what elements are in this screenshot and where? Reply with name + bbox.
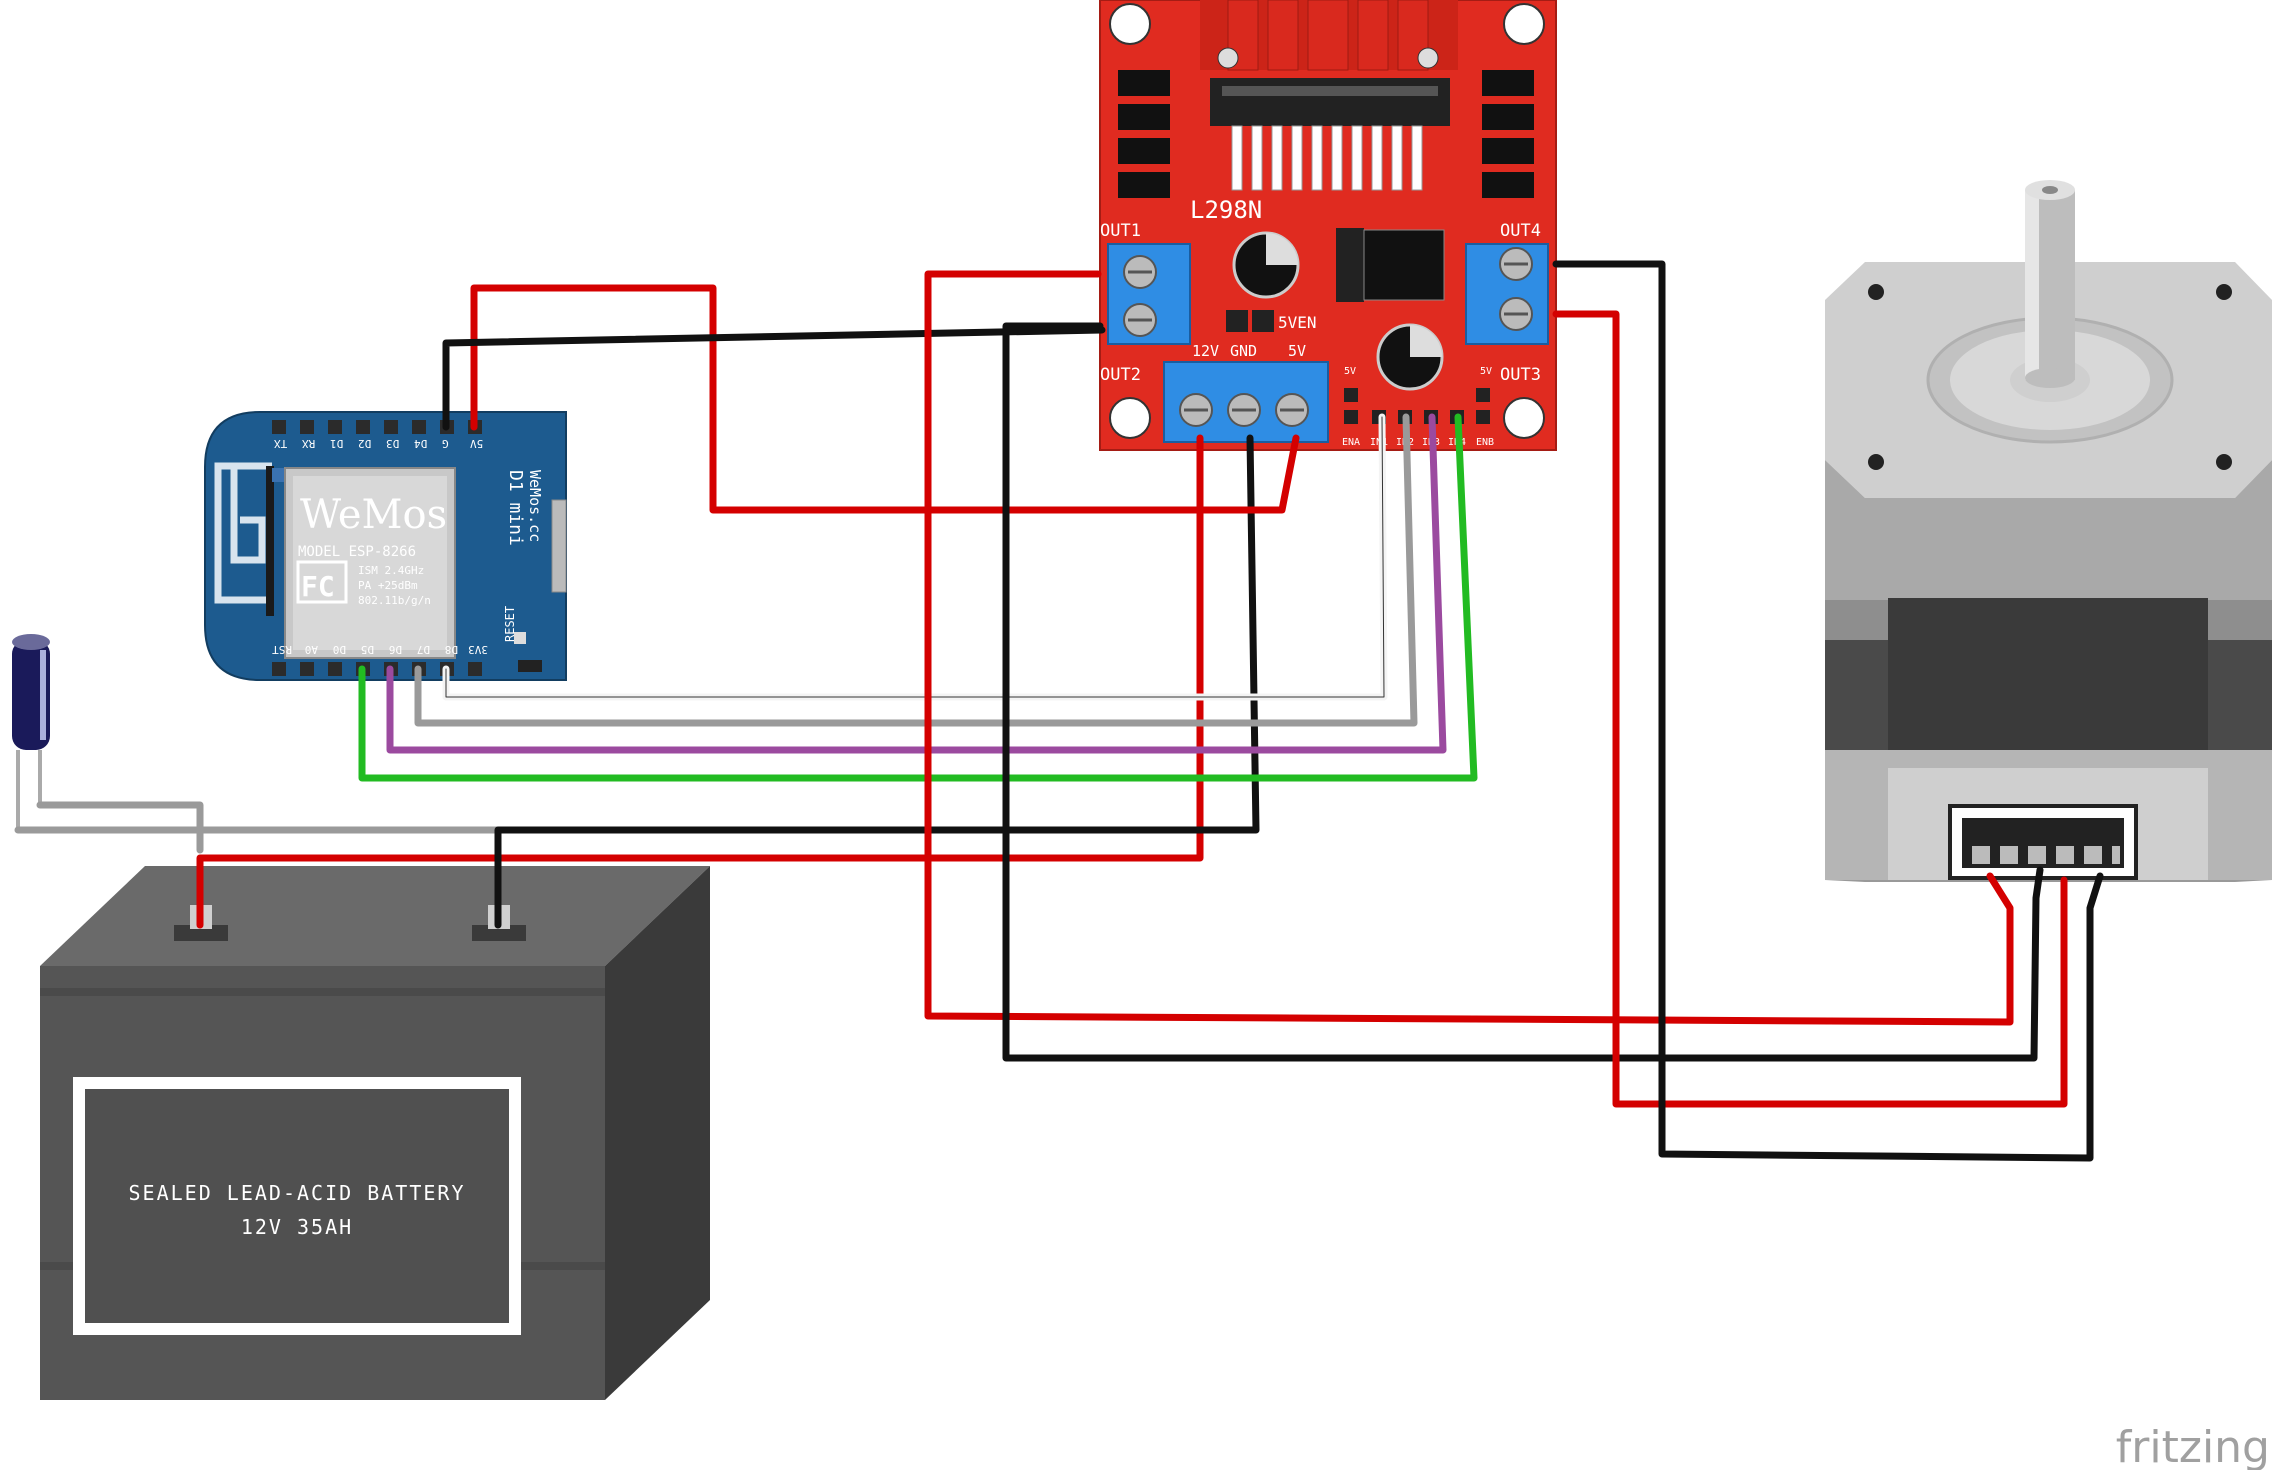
wemos-spec-1: ISM 2.4GHz [358,564,424,577]
wemos-reset-label: RESET [503,606,517,642]
pin-label-rx: RX [302,437,316,450]
wire-out3-coil-b[interactable] [1552,310,2068,1108]
wire-cap-positive[interactable] [36,801,204,854]
battery-label-line1: SEALED LEAD-ACID BATTERY [129,1181,466,1205]
wire-d8-in1[interactable] [442,413,1388,701]
driver-power-label-gnd: GND [1230,342,1257,360]
wire-battery-positive[interactable] [196,434,1204,929]
wire-out2-coil-a[interactable] [1002,322,2044,1062]
pin-label-3v3: 3V3 [468,643,488,656]
wemos-d1-mini: WeMos MODEL ESP-8266 FC ISM 2.4GHz PA +2… [204,411,567,681]
fcc-mark: FC [301,570,335,603]
wemos-spec-2: PA +25dBm [358,579,418,592]
driver-out2-label: OUT2 [1100,365,1141,385]
wire-wemos-gnd[interactable] [442,326,1106,431]
wemos-logo: WeMos [300,492,447,538]
terminal-power[interactable] [1163,361,1329,443]
wemos-spec-3: 802.11b/g/n [358,594,431,607]
driver-power-label-5v: 5V [1288,342,1306,360]
pin-label-d1: D1 [330,437,343,450]
pin-label-g: G [442,437,449,450]
driver-out1-label: OUT1 [1100,221,1141,241]
wemos-top-header[interactable] [272,420,482,434]
logic-label-ena: ENA [1342,437,1360,448]
driver-5v-right: 5V [1480,366,1492,377]
pin-label-rst: RST [272,643,292,656]
wire-out1-coil-a[interactable] [924,270,2014,1026]
driver-out4-label: OUT4 [1500,221,1541,241]
wire-d6-in3[interactable] [386,413,1447,754]
wire-d7-in2[interactable] [414,413,1418,727]
driver-jumper-label: 5VEN [1278,313,1317,332]
stepper-motor [1825,180,2272,882]
driver-5v-left: 5V [1344,366,1356,377]
pin-label-d8: D8 [445,643,458,656]
pin-label-d0: D0 [333,643,346,656]
wires [14,260,2104,1162]
wemos-model: MODEL ESP-8266 [298,544,416,560]
wire-out4-coil-b[interactable] [1552,260,2104,1162]
wemos-site: WeMos.cc [526,470,544,542]
pin-label-tx: TX [274,437,288,450]
pin-label-a0: A0 [305,643,318,656]
pin-label-d7: D7 [417,643,430,656]
battery-terminal-positive[interactable] [174,925,228,941]
wemos-board-name: D1 mini [505,470,526,546]
battery-label-line2: 12V 35AH [241,1215,353,1239]
terminal-out3-out4[interactable] [1465,243,1549,345]
fritzing-watermark: fritzing [2116,1422,2270,1470]
battery-terminal-negative[interactable] [472,925,526,941]
l298n-driver: L298N 5VEN OUT1 OUT2 OUT3 OUT4 [1099,0,1557,451]
terminal-out1-out2[interactable] [1107,243,1191,345]
driver-power-label-12v: 12V [1192,342,1219,360]
wire-5v-supply[interactable] [470,284,1300,514]
wire-battery-negative[interactable] [494,434,1260,929]
logic-label-enb: ENB [1476,437,1494,448]
wire-d5-in4[interactable] [358,413,1478,782]
battery: SEALED LEAD-ACID BATTERY 12V 35AH [40,866,710,1400]
driver-out3-label: OUT3 [1500,365,1541,385]
pin-label-d5: D5 [361,643,374,656]
pin-label-d3: D3 [386,437,399,450]
pin-label-d2: D2 [358,437,371,450]
capacitor [12,634,50,830]
pin-label-d4: D4 [414,437,428,450]
pin-label-5v: 5V [470,437,484,450]
pin-label-d6: D6 [389,643,402,656]
driver-chip-label: L298N [1190,196,1262,224]
